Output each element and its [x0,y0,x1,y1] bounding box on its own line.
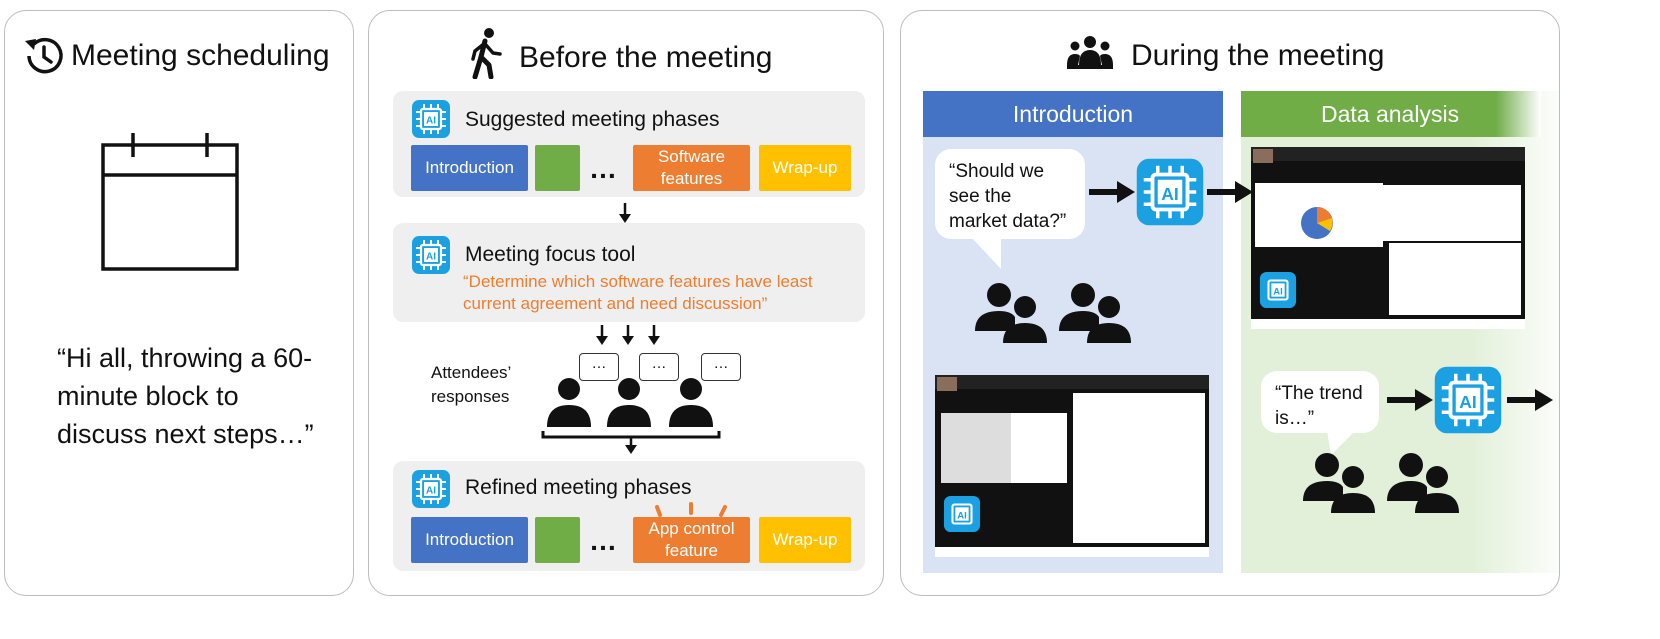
bubble-tail [1327,431,1355,455]
attendees-icon [1303,453,1459,513]
phase-green [535,517,580,563]
refined-phases-title: Refined meeting phases [465,476,692,499]
panel-title: Meeting scheduling [71,39,330,72]
svg-text:AI: AI [426,252,436,263]
response-bubble: … [579,353,619,381]
focus-tool-quote: “Determine which software features have … [463,272,813,313]
svg-text:AI: AI [426,116,436,127]
panel-title: Before the meeting [519,41,773,74]
phase-software-features: Software features [633,145,750,191]
right-arrow [1387,389,1433,411]
phase-ellipsis: … [589,153,619,184]
response-bubble: … [701,353,741,381]
phase-green [535,145,580,191]
calendar-icon [101,133,239,271]
ai-chip-icon: AI [1136,158,1204,226]
svg-text:AI: AI [1161,184,1179,204]
phase-app-control-feature: App control feature [633,517,750,563]
highlight-marks [655,502,727,517]
phase-introduction: Introduction [411,517,528,563]
attendees-icon [541,378,721,454]
phase-wrap-up: Wrap-up [759,517,851,563]
bubble-text: … [651,355,667,372]
svg-text:AI: AI [1273,286,1283,297]
speech-bubble: “Should we see the market data?” [935,149,1085,239]
ai-chip-icon: AI [1434,366,1502,434]
scheduling-quote: “Hi all, throwing a 60-minute block to d… [57,343,314,449]
ai-chip-icon: AI [1259,271,1297,309]
response-bubble: … [639,353,679,381]
down-arrow [619,203,631,223]
ai-chip-icon: AI [943,495,981,533]
introduction-header: Introduction [923,91,1223,137]
suggested-phases-box: AI Suggested meeting phases Introduction… [393,91,865,197]
phase-ellipsis: … [589,525,619,556]
focus-tool-title: Meeting focus tool [465,243,636,266]
right-arrow [1507,389,1553,411]
panel-during-meeting: During the meeting Introduction Data ana… [900,10,1560,596]
meeting-screenshot: AI [1251,147,1525,329]
panel-before-meeting: Before the meeting AI Suggested meeting … [368,10,884,596]
speech-bubble: “The trend is…” [1261,371,1379,433]
suggested-phases-title: Suggested meeting phases [465,108,720,131]
ai-chip-icon: AI [412,470,450,508]
group-icon [1067,36,1113,69]
svg-text:AI: AI [1459,392,1477,412]
bubble-text: … [591,355,607,372]
bubble-text: … [713,355,729,372]
history-icon [25,37,63,74]
panel-meeting-scheduling: Meeting scheduling “Hi all, throwing a 6… [4,10,354,596]
phase-introduction: Introduction [411,145,528,191]
meeting-screenshot: AI [935,375,1209,557]
ai-chip-icon: AI [412,236,450,274]
right-arrow [1207,181,1253,203]
phase-wrap-up: Wrap-up [759,145,851,191]
panel-title: During the meeting [1131,39,1385,72]
walking-person-icon [471,28,502,79]
meeting-focus-tool-box: AI Meeting focus tool “Determine which s… [393,223,865,322]
right-arrow [1089,181,1135,203]
svg-text:AI: AI [957,510,967,521]
down-arrows [596,325,660,345]
bubble-tail [971,237,1001,269]
data-analysis-header: Data analysis [1241,91,1541,137]
attendees-icon [975,283,1131,343]
refined-phases-box: AI Refined meeting phases Introduction …… [393,461,865,571]
ai-chip-icon: AI [412,100,450,138]
svg-text:AI: AI [426,486,436,497]
attendees-responses-label: Attendees’ responses [431,363,511,406]
pie-chart-icon [1301,207,1333,239]
